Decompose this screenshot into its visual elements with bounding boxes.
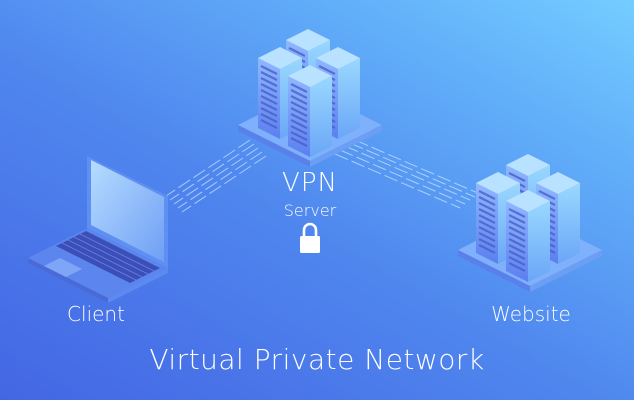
- client-label: Client: [67, 302, 125, 326]
- website-server-rack-icon: [458, 152, 602, 292]
- connection-client-vpn: [165, 139, 267, 213]
- vpn-label: VPN: [282, 168, 338, 198]
- diagram-title: Virtual Private Network: [149, 343, 485, 376]
- vpn-server-rack-icon: [238, 27, 382, 167]
- lock-icon: [300, 222, 320, 253]
- website-label: Website: [491, 302, 571, 326]
- client-laptop-icon: [28, 156, 168, 303]
- server-label: Server: [283, 201, 337, 220]
- connection-vpn-website: [334, 139, 481, 209]
